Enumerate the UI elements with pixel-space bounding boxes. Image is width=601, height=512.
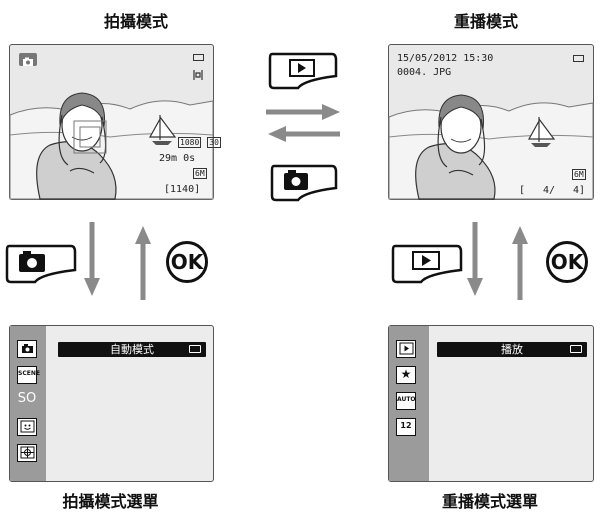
- list-by-date-icon[interactable]: 12: [396, 418, 416, 436]
- vibration-reduction-icon: [193, 70, 203, 80]
- scene-icon[interactable]: SCENE: [17, 366, 40, 384]
- playback-menu-play-button[interactable]: [391, 242, 463, 284]
- battery-icon: [189, 345, 201, 353]
- date-time-label: 15/05/2012 15:30: [397, 53, 494, 64]
- image-counter-current: 4/: [543, 185, 556, 196]
- battery-icon: [193, 54, 204, 61]
- ok-button[interactable]: OK: [546, 241, 588, 283]
- shooting-menu-shutter-button[interactable]: [5, 242, 77, 284]
- playback-mode-title: 重播模式: [453, 12, 518, 31]
- frame-rate-label: 30: [207, 137, 221, 148]
- auto-mode-icon[interactable]: [17, 444, 37, 462]
- image-size-icon: 6M: [572, 169, 586, 180]
- resolution-label: 1080: [178, 137, 202, 148]
- time-remaining: 29m 0s: [159, 153, 196, 164]
- shots-remaining: [1140]: [164, 184, 201, 195]
- shooting-button[interactable]: [270, 162, 338, 202]
- shooting-screen: 1080 30 29m 0s 6M [1140]: [9, 44, 221, 200]
- image-counter-open: [: [519, 185, 526, 196]
- play-icon: [422, 255, 431, 266]
- image-counter-total: 4]: [573, 185, 586, 196]
- playback-screen: 15/05/2012 15:30 0004. JPG 6M [ 4/ 4]: [388, 44, 594, 200]
- special-effects-icon[interactable]: SO: [17, 391, 37, 406]
- camera-icon: [19, 251, 45, 272]
- down-arrow-left: [84, 222, 100, 296]
- camera-icon: [284, 170, 308, 190]
- battery-icon: [570, 345, 582, 353]
- portrait-scene-illustration: [9, 92, 214, 200]
- camera-mode-badge-icon: [19, 53, 37, 66]
- file-name-label: 0004. JPG: [397, 67, 452, 78]
- playback-menu-title: 重播模式選單: [441, 492, 538, 511]
- up-arrow-right: [512, 226, 528, 300]
- ok-button[interactable]: OK: [166, 241, 208, 283]
- down-arrow-right: [467, 222, 483, 296]
- play-icon[interactable]: [396, 340, 416, 358]
- auto-sort-icon[interactable]: AUTO: [396, 392, 416, 410]
- favorites-icon[interactable]: ★: [396, 366, 416, 384]
- playback-button[interactable]: [268, 50, 338, 90]
- battery-icon: [573, 55, 584, 62]
- mode-switch-arrows: [266, 104, 340, 142]
- up-arrow-left: [135, 226, 151, 300]
- image-size-icon: 6M: [193, 168, 207, 179]
- playback-image-illustration: [388, 94, 594, 200]
- smart-portrait-icon[interactable]: [17, 418, 37, 436]
- shooting-menu-screen: SCENE SO 自動模式: [9, 325, 214, 482]
- playback-menu-selected-label: 播放: [501, 343, 523, 356]
- playback-menu-screen: ★ AUTO 12 播放: [388, 325, 594, 482]
- shooting-menu-title: 拍攝模式選單: [62, 492, 159, 511]
- camera-icon[interactable]: [17, 340, 37, 358]
- play-icon: [298, 63, 306, 73]
- shooting-mode-title: 拍攝模式: [103, 12, 168, 31]
- shooting-menu-selected-label: 自動模式: [110, 343, 154, 356]
- playback-menu-selected-item[interactable]: 播放: [437, 342, 587, 357]
- shooting-menu-selected-item[interactable]: 自動模式: [58, 342, 206, 357]
